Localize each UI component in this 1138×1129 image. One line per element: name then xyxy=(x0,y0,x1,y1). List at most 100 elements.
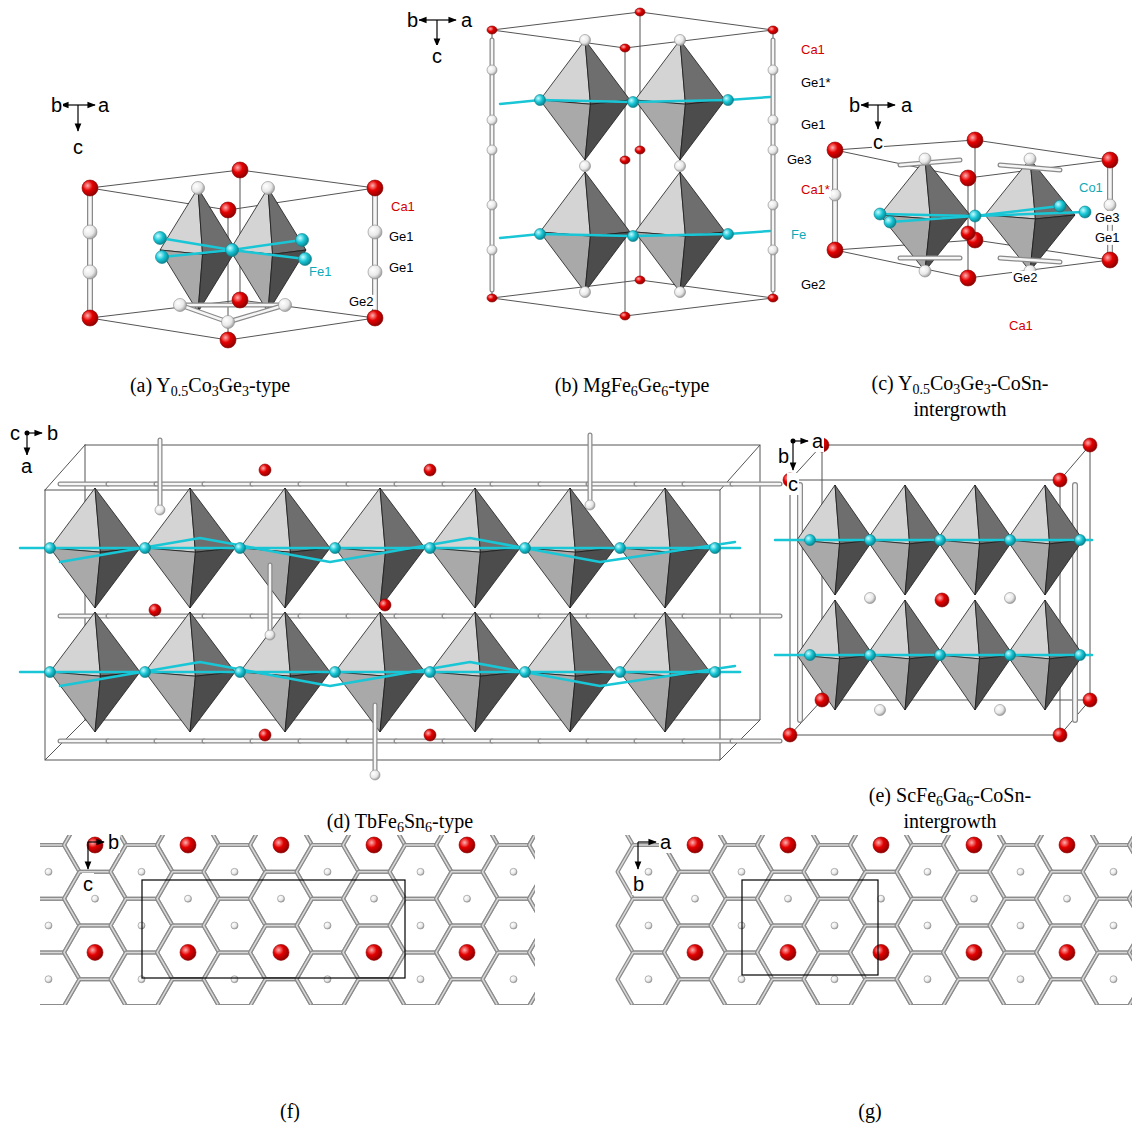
atom-sphere xyxy=(635,146,645,154)
atom-sphere xyxy=(535,229,546,240)
atom-sphere xyxy=(971,895,978,902)
atom-sphere xyxy=(324,868,331,875)
axis-dot xyxy=(25,431,30,436)
caption-part: Co xyxy=(930,372,953,394)
atom-sphere xyxy=(425,543,436,554)
subscript: 6 xyxy=(661,384,668,399)
kagome-bond xyxy=(60,538,735,562)
octahedron-face xyxy=(635,232,685,292)
atom-sphere xyxy=(273,837,289,853)
atom-sphere xyxy=(459,944,475,960)
bond xyxy=(87,196,93,310)
octahedron-face xyxy=(665,612,710,676)
octahedron-face xyxy=(665,488,710,552)
panel-caption: (f) xyxy=(280,1098,300,1124)
axis-arrow xyxy=(88,841,104,842)
axis-arrow xyxy=(437,19,456,20)
bond xyxy=(732,739,780,744)
net-bond xyxy=(1129,979,1132,1005)
panel-caption: (g) xyxy=(858,1098,881,1124)
axis-arrow xyxy=(77,105,78,131)
atom-sphere xyxy=(884,216,896,228)
atom-sphere xyxy=(645,976,652,983)
bond xyxy=(492,482,540,487)
atom-sphere xyxy=(1017,922,1024,929)
caption-part: (a) Y xyxy=(130,374,171,396)
octahedron-face xyxy=(380,612,425,676)
net-bond xyxy=(1083,845,1133,899)
atom-sphere xyxy=(87,944,103,960)
atom-sphere xyxy=(459,837,475,853)
caption-part: Ge xyxy=(638,374,661,396)
atom-sphere xyxy=(235,667,246,678)
atom-sphere xyxy=(1083,693,1097,707)
atom-sphere xyxy=(324,922,331,929)
panel-caption: (b) MgFe6Ge6-type xyxy=(555,372,710,398)
atom-sphere xyxy=(768,115,778,125)
axis-arrow xyxy=(61,104,78,105)
octahedron-face xyxy=(937,485,980,544)
octahedron-face xyxy=(680,172,725,236)
kagome-bond xyxy=(775,539,1092,542)
subscript: 6 xyxy=(936,794,943,809)
axis-arrow xyxy=(436,20,437,46)
caption-part: 3 xyxy=(212,374,219,396)
atom-sphere xyxy=(232,292,248,308)
atom-sphere xyxy=(1059,837,1075,853)
atom-sphere xyxy=(464,895,471,902)
octahedron-face xyxy=(937,540,980,595)
bond xyxy=(252,482,300,487)
net-bond xyxy=(1083,845,1133,899)
atom-sphere xyxy=(1102,252,1118,268)
octahedron-face xyxy=(285,612,330,676)
caption-part: (c) Y xyxy=(872,372,913,394)
honeycomb-net xyxy=(40,835,535,1005)
bond xyxy=(60,615,108,618)
subscript: 6 xyxy=(425,820,432,835)
atom-sphere xyxy=(960,170,976,186)
atom-sphere xyxy=(220,332,236,348)
net-bond xyxy=(343,835,405,872)
caption-part: (g) xyxy=(858,1100,881,1122)
atom-sphere xyxy=(520,667,531,678)
bond xyxy=(636,615,684,618)
subscript: 3 xyxy=(984,382,991,397)
atom-sphere xyxy=(417,868,424,875)
net-bond xyxy=(436,835,498,872)
atom-sphere xyxy=(615,543,626,554)
octahedron-face xyxy=(145,548,195,608)
atom-sphere xyxy=(45,868,52,875)
atom-sphere xyxy=(231,922,238,929)
bond xyxy=(108,482,156,487)
octahedron-face xyxy=(335,488,385,552)
bond xyxy=(684,614,732,619)
bond xyxy=(732,740,780,743)
caption-part: 0.5 xyxy=(912,372,930,394)
unit-cell xyxy=(625,48,626,316)
caption-part: 3 xyxy=(242,374,249,396)
axis-label: a xyxy=(900,94,913,116)
axis-label: b xyxy=(406,9,419,31)
atom-sphere xyxy=(768,26,778,34)
bond xyxy=(156,483,204,486)
panel-caption: (c) Y0.5Co3Ge3-CoSn- intergrowth xyxy=(835,370,1085,422)
octahedron-face xyxy=(1007,485,1050,544)
axis-label: b xyxy=(107,831,120,853)
bond xyxy=(444,739,492,744)
net-bond xyxy=(1036,835,1098,872)
atom-sphere xyxy=(1005,535,1016,546)
axis-label: a xyxy=(460,9,473,31)
net-bond xyxy=(483,952,536,1005)
atom-sphere xyxy=(367,310,383,326)
atom-sphere xyxy=(645,922,652,929)
bond xyxy=(636,614,684,619)
caption-part: (e) ScFe xyxy=(869,784,936,806)
net-bond xyxy=(1129,872,1132,926)
bond xyxy=(60,739,108,744)
atom-sphere xyxy=(723,229,734,240)
atom-sphere xyxy=(1110,976,1117,983)
octahedron-face xyxy=(540,232,590,292)
octahedron-face xyxy=(585,232,630,292)
net-bond xyxy=(1083,952,1133,1005)
bond xyxy=(108,615,156,618)
